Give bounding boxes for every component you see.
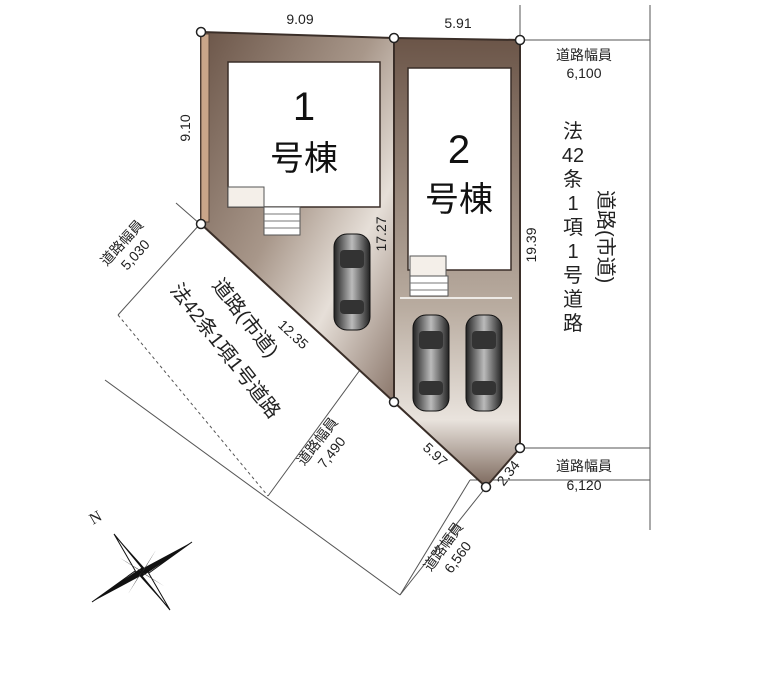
dim-left: 9.10: [177, 114, 193, 141]
car-2: [412, 314, 450, 412]
east-road-char: 号: [563, 265, 583, 287]
building-1-number: 1: [293, 85, 315, 129]
compass-north-label: N: [86, 508, 105, 529]
fence: [200, 33, 210, 223]
building-1: [227, 61, 381, 208]
dim-line: [399, 486, 487, 596]
east-road-sub: 道路(市道): [594, 190, 617, 283]
east-road-char: 42: [562, 145, 584, 167]
compass-icon: [91, 533, 193, 611]
corner-point: [514, 442, 526, 454]
car-3: [465, 314, 503, 412]
dim-line: [267, 369, 361, 497]
dim-right: 19.39: [523, 227, 539, 262]
corner-point: [388, 396, 400, 408]
building-2: [407, 67, 512, 271]
east-road-char: 条: [563, 168, 583, 191]
east-road-char: 1: [567, 241, 578, 263]
road-width-east-bottom-title: 道路幅員: [556, 458, 612, 474]
road-line: [399, 479, 471, 596]
road-line: [175, 202, 201, 225]
east-road-char: 法: [563, 120, 583, 143]
road-width-east-top-title: 道路幅員: [556, 47, 612, 63]
porch-2: [409, 255, 447, 277]
dim-line: [117, 223, 201, 316]
dim-top-right: 5.91: [444, 15, 471, 31]
dim-top-left: 9.09: [286, 11, 313, 27]
building-1-label: 号棟: [270, 140, 338, 178]
road-line: [104, 379, 401, 596]
car-1: [333, 233, 371, 331]
corner-point: [388, 32, 400, 44]
porch-1: [227, 186, 265, 208]
building-2-label: 号棟: [425, 181, 493, 219]
corner-point: [514, 34, 526, 46]
east-road-char: 道: [563, 288, 583, 311]
building-2-number: 2: [448, 128, 470, 172]
east-road-char: 1: [567, 193, 578, 215]
dim-middle: 17.27: [373, 216, 389, 251]
corner-point: [480, 481, 492, 493]
road-width-east-top-value: 6,100: [566, 65, 601, 81]
corner-point: [195, 218, 207, 230]
east-road-char: 路: [563, 312, 583, 335]
steps-2: [409, 275, 449, 297]
road-width-east-bottom-value: 6,120: [566, 477, 601, 493]
corner-point: [195, 26, 207, 38]
east-road-char: 項: [563, 217, 583, 239]
